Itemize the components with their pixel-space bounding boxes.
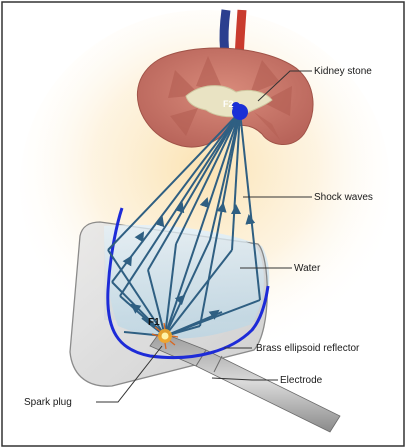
kidney-stone-label: Kidney stone (314, 66, 372, 77)
focus-2-label: F2 (223, 99, 234, 109)
focus-1-label: F1 (148, 317, 160, 328)
reflector-label: Brass ellipsoid reflector (256, 343, 360, 354)
water-label: Water (294, 263, 321, 274)
electrode-label: Electrode (280, 375, 323, 386)
spark-plug-label: Spark plug (24, 397, 72, 408)
shock-waves-label: Shock waves (314, 192, 373, 203)
